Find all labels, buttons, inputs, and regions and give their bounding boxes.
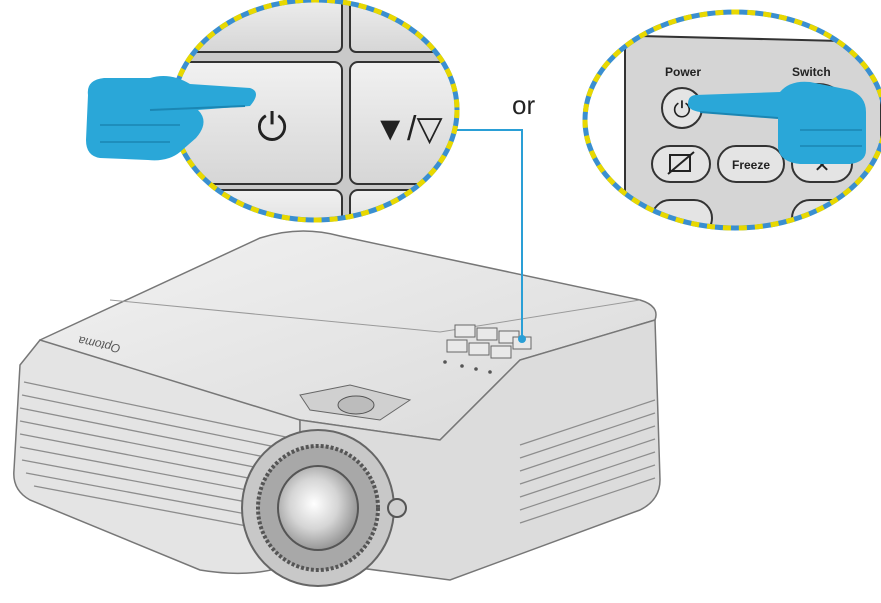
- leader-line-dot: [518, 335, 526, 343]
- side-vent-grille: [519, 399, 656, 524]
- hand-pointer-icon: [688, 81, 866, 164]
- projector-keypad: [446, 324, 532, 359]
- keypad-zoom-callout: ⏻ ▼/▽: [170, 0, 460, 223]
- remote-power-label: Power: [665, 65, 701, 79]
- hand-pointer-icon: [86, 76, 256, 161]
- source-key: [349, 61, 457, 185]
- source-arrow-icon: ▼/▽: [373, 110, 443, 148]
- remote-power-icon: ⏻: [673, 97, 690, 122]
- blank-screen-icon: [667, 151, 695, 175]
- or-label: or: [512, 90, 536, 120]
- projector-illustration: Optoma: [13, 230, 661, 587]
- lens-glass: [277, 465, 359, 551]
- remote-switch-label: Switch: [792, 65, 831, 79]
- leader-line: [440, 129, 523, 338]
- ir-sensor: [387, 498, 407, 518]
- remote-freeze-button: [717, 145, 785, 183]
- power-icon: ⏻: [257, 107, 287, 149]
- remote-freeze-label: Freeze: [732, 158, 770, 172]
